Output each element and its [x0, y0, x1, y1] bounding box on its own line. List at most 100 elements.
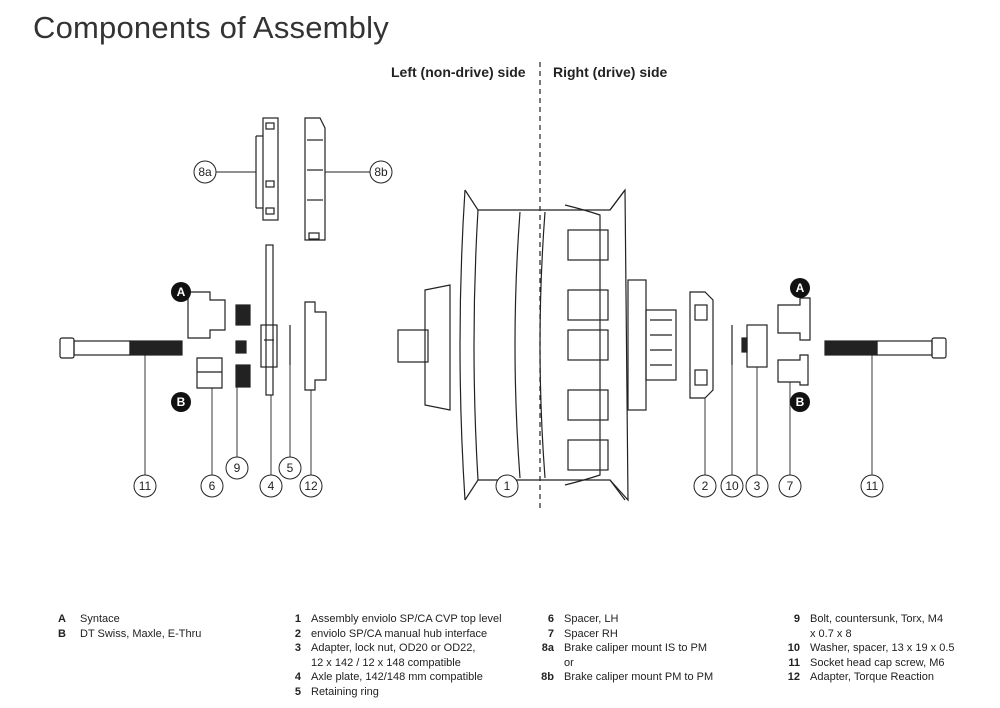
callout-b-left-label: B — [177, 395, 186, 409]
callout-9 — [225, 456, 249, 480]
brake-mount-8a — [255, 117, 279, 221]
callout-11-right — [860, 474, 884, 498]
callout-3 — [745, 474, 769, 498]
legend-text: Washer, spacer, 13 x 19 x 0.5 — [810, 642, 955, 655]
spacer-b-left — [196, 357, 223, 389]
legend-text: Spacer RH — [564, 627, 618, 640]
right-side-label: Right (drive) side — [553, 64, 668, 80]
callout-6-label: 6 — [209, 479, 216, 493]
callout-1 — [495, 474, 519, 498]
callout-12-label: 12 — [304, 479, 318, 493]
legend-row: 1 Assembly enviolo SP/CA CVP top level — [283, 612, 502, 627]
callout-a-left — [171, 282, 191, 302]
legend-row: 10 Washer, spacer, 13 x 19 x 0.5 — [776, 641, 955, 656]
axle-plate-4 — [260, 244, 278, 396]
legend-text: Axle plate, 142/148 mm compatible — [311, 671, 483, 684]
legend-text: Adapter, lock nut, OD20 or OD22, — [311, 642, 476, 655]
legend-row: 4 Axle plate, 142/148 mm compatible — [283, 670, 502, 685]
spacer-b-right — [777, 354, 809, 386]
spacer-a-left — [187, 291, 226, 339]
legend-key: 10 — [787, 642, 800, 655]
legend-text: Brake caliper mount PM to PM — [564, 671, 714, 684]
callout-10 — [720, 474, 744, 498]
legend-key: 7 — [547, 627, 554, 640]
callout-8b — [369, 160, 393, 184]
legend-row: 12 Adapter, Torque Reaction — [776, 670, 955, 685]
exploded-assembly-diagram: 8a 8b 11 6 9 4 5 12 1 2 10 3 7 11 A B A … — [59, 62, 947, 512]
callout-4-label: 4 — [268, 479, 275, 493]
legend-key: 12 — [787, 671, 800, 684]
callout-11-left — [133, 474, 157, 498]
legend-row: 7 Spacer RH — [530, 627, 713, 642]
legend-key: 1 — [294, 613, 301, 625]
callout-2-label: 2 — [702, 479, 709, 493]
legend-text: or — [564, 656, 574, 669]
bolts-9 — [235, 304, 251, 388]
callout-a-left-label: A — [177, 285, 186, 299]
lock-nut-adapter-3 — [741, 324, 768, 368]
legend-key: 3 — [294, 642, 301, 655]
callout-6 — [200, 474, 224, 498]
legend-key: 5 — [294, 685, 301, 698]
callout-11-left-label: 11 — [139, 479, 152, 493]
legend-key: 8b — [541, 671, 554, 684]
legend-row: 11 Socket head cap screw, M6 — [776, 656, 955, 671]
legend-row: 8b Brake caliper mount PM to PM — [530, 670, 713, 685]
callout-a-right — [790, 278, 810, 298]
legend-key: 4 — [294, 671, 301, 684]
legend-row: or — [530, 656, 713, 671]
legend-row: 3 Adapter, lock nut, OD20 or OD22, — [283, 641, 502, 656]
callout-b-right — [790, 392, 810, 412]
legend-row: B DT Swiss, Maxle, E-Thru — [58, 627, 201, 642]
callout-1-label: 1 — [504, 479, 511, 493]
legend-key — [530, 656, 564, 671]
legend-row: 2 enviolo SP/CA manual hub interface — [283, 627, 502, 642]
callout-9-label: 9 — [234, 461, 241, 475]
legend-key: B — [58, 627, 66, 640]
callout-b-left — [171, 392, 191, 412]
legend-text: Syntace — [80, 613, 120, 625]
legend-row: x 0.7 x 8 — [776, 627, 955, 642]
hub-body-1 — [397, 188, 677, 502]
legend-key: 11 — [788, 656, 800, 669]
legend-key: 2 — [294, 627, 301, 640]
page-title: Components of Assembly — [33, 10, 389, 45]
callout-7 — [778, 474, 802, 498]
callout-8a-label: 8a — [198, 165, 212, 179]
legend-row: 12 x 142 / 12 x 148 compatible — [283, 656, 502, 671]
legend-row: 9 Bolt, countersunk, Torx, M4 — [776, 612, 955, 627]
callout-11-right-label: 11 — [866, 479, 879, 493]
legend-text: Retaining ring — [311, 685, 379, 698]
legend-key: 6 — [547, 613, 554, 625]
legend-text: Adapter, Torque Reaction — [810, 671, 934, 684]
legend-text: Bolt, countersunk, Torx, M4 — [810, 613, 944, 625]
brake-mount-8b — [304, 117, 326, 241]
legend-key: 9 — [793, 613, 800, 625]
callout-8b-label: 8b — [374, 165, 388, 179]
hub-interface-2 — [689, 291, 714, 399]
callout-10-label: 10 — [725, 479, 739, 493]
axle-bolt-left — [59, 337, 183, 359]
legend-text: enviolo SP/CA manual hub interface — [311, 627, 488, 640]
callout-4 — [259, 474, 283, 498]
legend-key — [776, 627, 810, 642]
legend-text: Assembly enviolo SP/CA CVP top level — [311, 613, 502, 625]
callout-a-right-label: A — [796, 281, 805, 295]
legend-text: Socket head cap screw, M6 — [810, 656, 945, 669]
legend-text: x 0.7 x 8 — [810, 627, 852, 640]
callout-3-label: 3 — [754, 479, 761, 493]
torque-adapter-12 — [304, 301, 327, 391]
legend-text: DT Swiss, Maxle, E-Thru — [80, 627, 202, 640]
left-side-label: Left (non-drive) side — [391, 64, 526, 80]
legend-text: Brake caliper mount IS to PM — [564, 642, 708, 655]
callout-5 — [278, 456, 302, 480]
legend-text: 12 x 142 / 12 x 148 compatible — [311, 656, 461, 669]
callout-5-label: 5 — [287, 461, 294, 475]
callout-8a — [193, 160, 217, 184]
